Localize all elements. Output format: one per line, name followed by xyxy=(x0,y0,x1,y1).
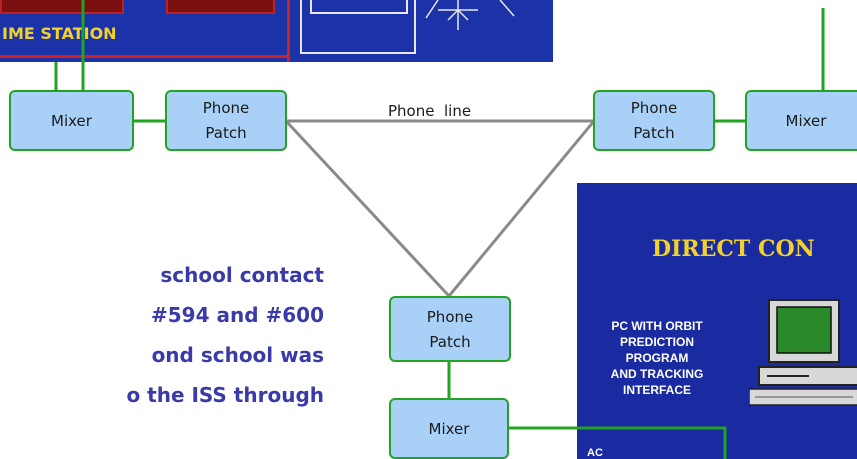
white-outline-box xyxy=(300,0,416,54)
ac-label: AC xyxy=(587,447,603,459)
phone-patch-right: Phone Patch xyxy=(593,90,715,151)
mixer-bottom: Mixer xyxy=(389,398,509,459)
node-label: Phone xyxy=(202,99,250,117)
red-horizontal-line xyxy=(0,55,290,58)
mixer-right: Mixer xyxy=(745,90,857,151)
panel-title: DIRECT CON xyxy=(652,236,815,262)
phone-patch-bottom: Phone Patch xyxy=(389,296,511,362)
phone-line-label: Phone line xyxy=(388,102,472,120)
red-equipment-box-2 xyxy=(166,0,275,14)
node-label: Phone xyxy=(630,99,678,117)
phone-line-left xyxy=(284,119,451,298)
description-line: PREDICTION xyxy=(619,335,694,349)
phone-patch-left: Phone Patch xyxy=(165,90,287,151)
computer-icon xyxy=(749,299,857,406)
mixer-left: Mixer xyxy=(9,90,134,151)
body-text-line: ond school was xyxy=(151,343,324,367)
description-line: PC WITH ORBIT xyxy=(611,319,703,333)
node-label: Phone xyxy=(426,307,474,326)
red-equipment-box-1 xyxy=(0,0,124,14)
node-label: Mixer xyxy=(785,111,827,130)
top-slide-panel: IME STATION xyxy=(0,0,553,62)
node-label: Patch xyxy=(633,124,675,142)
body-text-line: school contact xyxy=(160,263,324,287)
panel-description: PC WITH ORBIT PREDICTION PROGRAM AND TRA… xyxy=(582,318,732,398)
red-divider-line xyxy=(287,0,290,62)
description-line: PROGRAM xyxy=(625,351,689,365)
phone-line-right xyxy=(447,120,596,297)
description-line: AND TRACKING xyxy=(610,367,704,381)
antenna-icon xyxy=(425,0,515,30)
station-label: IME STATION xyxy=(2,24,117,43)
body-paragraph: school contact #594 and #600 ond school … xyxy=(0,255,324,415)
node-label: Patch xyxy=(429,332,471,351)
white-inner-box xyxy=(310,0,408,14)
wire-mixer-bottom-out xyxy=(508,426,727,459)
body-text-line: #594 and #600 xyxy=(151,303,324,327)
bottom-slide-panel: DIRECT CON PC WITH ORBIT PREDICTION PROG… xyxy=(577,183,857,459)
description-line: INTERFACE xyxy=(622,383,691,397)
node-label: Mixer xyxy=(428,419,470,438)
body-text-line: o the ISS through xyxy=(126,383,324,407)
node-label: Mixer xyxy=(51,111,92,130)
node-label: Patch xyxy=(205,124,247,142)
